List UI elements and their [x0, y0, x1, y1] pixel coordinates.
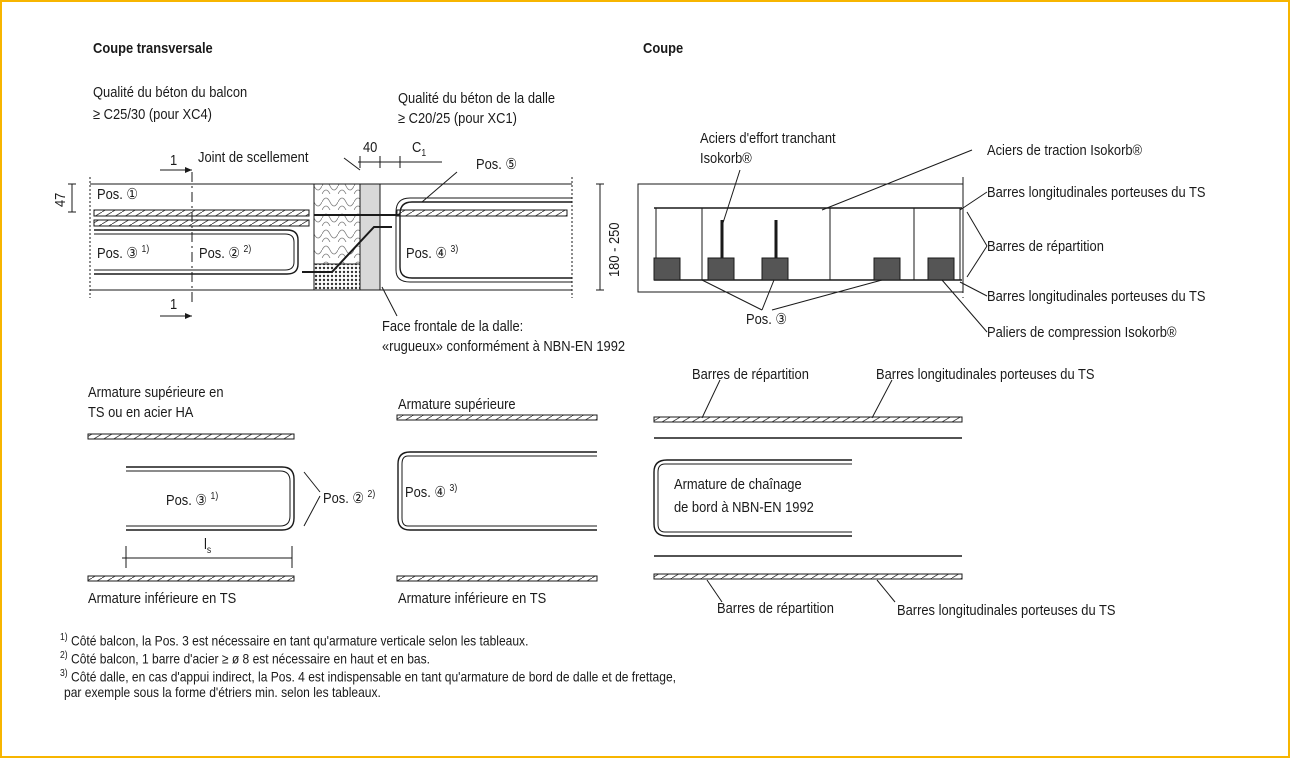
long-top-lower-label: Barres longitudinales porteuses du TS [876, 366, 1095, 383]
footnote-2: 2) Côté balcon, 1 barre d'acier ≥ ø 8 es… [60, 650, 430, 667]
ls-label: ls [204, 536, 212, 556]
balcony-quality-line2: ≥ C25/30 (pour XC4) [93, 106, 212, 123]
long-bottom-lower-label: Barres longitudinales porteuses du TS [897, 602, 1116, 619]
long-top-label: Barres longitudinales porteuses du TS [987, 184, 1206, 201]
shear-label-line1: Aciers d'effort tranchant [700, 130, 836, 147]
dim-40: 40 [363, 139, 378, 156]
slab-quality-line2: ≥ C20/25 (pour XC1) [398, 110, 517, 127]
footnote-1: 1) Côté balcon, la Pos. 3 est nécessaire… [60, 632, 529, 649]
lower-pos2-label: Pos. ② 2) [323, 489, 376, 507]
pos3-label: Pos. ③ 1) [97, 244, 150, 262]
shear-label-line2: Isokorb® [700, 150, 752, 167]
pos2-label: Pos. ② 2) [199, 244, 252, 262]
face-label-line2: «rugueux» conformément à NBN-EN 1992 [382, 338, 626, 355]
arm-sup-ts-line1: Armature supérieure en [88, 384, 224, 401]
rep-top-label: Barres de répartition [692, 366, 809, 383]
lower-details [87, 379, 963, 603]
footnote-3: 3) Côté dalle, en cas d'appui indirect, … [60, 668, 676, 685]
joint-label: Joint de scellement [198, 149, 309, 166]
arm-inf-left: Armature inférieure en TS [88, 590, 237, 607]
section-mark-bottom: 1 [170, 296, 178, 313]
traction-label: Aciers de traction Isokorb® [987, 142, 1143, 159]
chainage-line1: Armature de chaînage [674, 476, 802, 493]
chainage-line2: de bord à NBN-EN 1992 [674, 499, 814, 516]
face-label-line1: Face frontale de la dalle: [382, 318, 524, 335]
dim-47: 47 [52, 192, 69, 207]
dim-c1: C1 [412, 139, 427, 159]
arm-sup-label: Armature supérieure [398, 396, 516, 413]
slab-quality-line1: Qualité du béton de la dalle [398, 90, 556, 107]
cross-section-left [68, 156, 604, 319]
arm-inf-middle: Armature inférieure en TS [398, 590, 547, 607]
footnote-3-continued: par exemple sous la forme d'étriers min.… [64, 684, 381, 700]
pos4-label: Pos. ④ 3) [406, 244, 459, 262]
balcony-quality-line1: Qualité du béton du balcon [93, 84, 248, 101]
pos1-label: Pos. ① [97, 186, 138, 203]
section-mark-top: 1 [170, 152, 178, 169]
right-pos3-label: Pos. ③ [746, 311, 787, 328]
pos5-label: Pos. ⑤ [476, 156, 517, 173]
lower-pos4-label: Pos. ④ 3) [405, 483, 458, 501]
long-bottom-label: Barres longitudinales porteuses du TS [987, 288, 1206, 305]
arm-sup-ts-line2: TS ou en acier HA [88, 404, 194, 421]
compression-label: Paliers de compression Isokorb® [987, 324, 1177, 341]
dim-height: 180 - 250 [606, 222, 623, 277]
rep-bottom-label: Barres de répartition [717, 600, 834, 617]
section-right [637, 149, 988, 333]
lower-pos3-label: Pos. ③ 1) [166, 491, 219, 509]
right-title: Coupe [643, 40, 684, 57]
left-title: Coupe transversale [93, 40, 213, 57]
repartition-label: Barres de répartition [987, 238, 1104, 255]
